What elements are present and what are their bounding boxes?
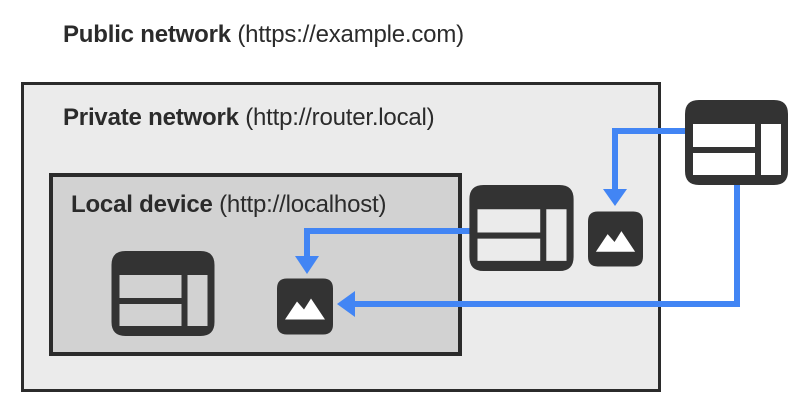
private-network-label: Private network (http://router.local) (63, 104, 435, 132)
public-browser-window-icon (685, 100, 788, 185)
private-network-url: (http://router.local) (238, 104, 435, 131)
private-browser-window-icon (469, 185, 574, 271)
local-device-name: Local device (71, 191, 213, 218)
local-device-label: Local device (http://localhost) (71, 191, 386, 219)
private-image-icon (588, 211, 643, 267)
public-network-url: (https://example.com) (230, 21, 464, 48)
local-image-icon (277, 278, 333, 335)
local-browser-window-icon (111, 251, 215, 336)
public-network-label: Public network (https://example.com) (63, 21, 464, 49)
local-device-url: (http://localhost) (212, 191, 387, 218)
public-network-name: Public network (63, 21, 231, 48)
private-network-name: Private network (63, 104, 239, 131)
